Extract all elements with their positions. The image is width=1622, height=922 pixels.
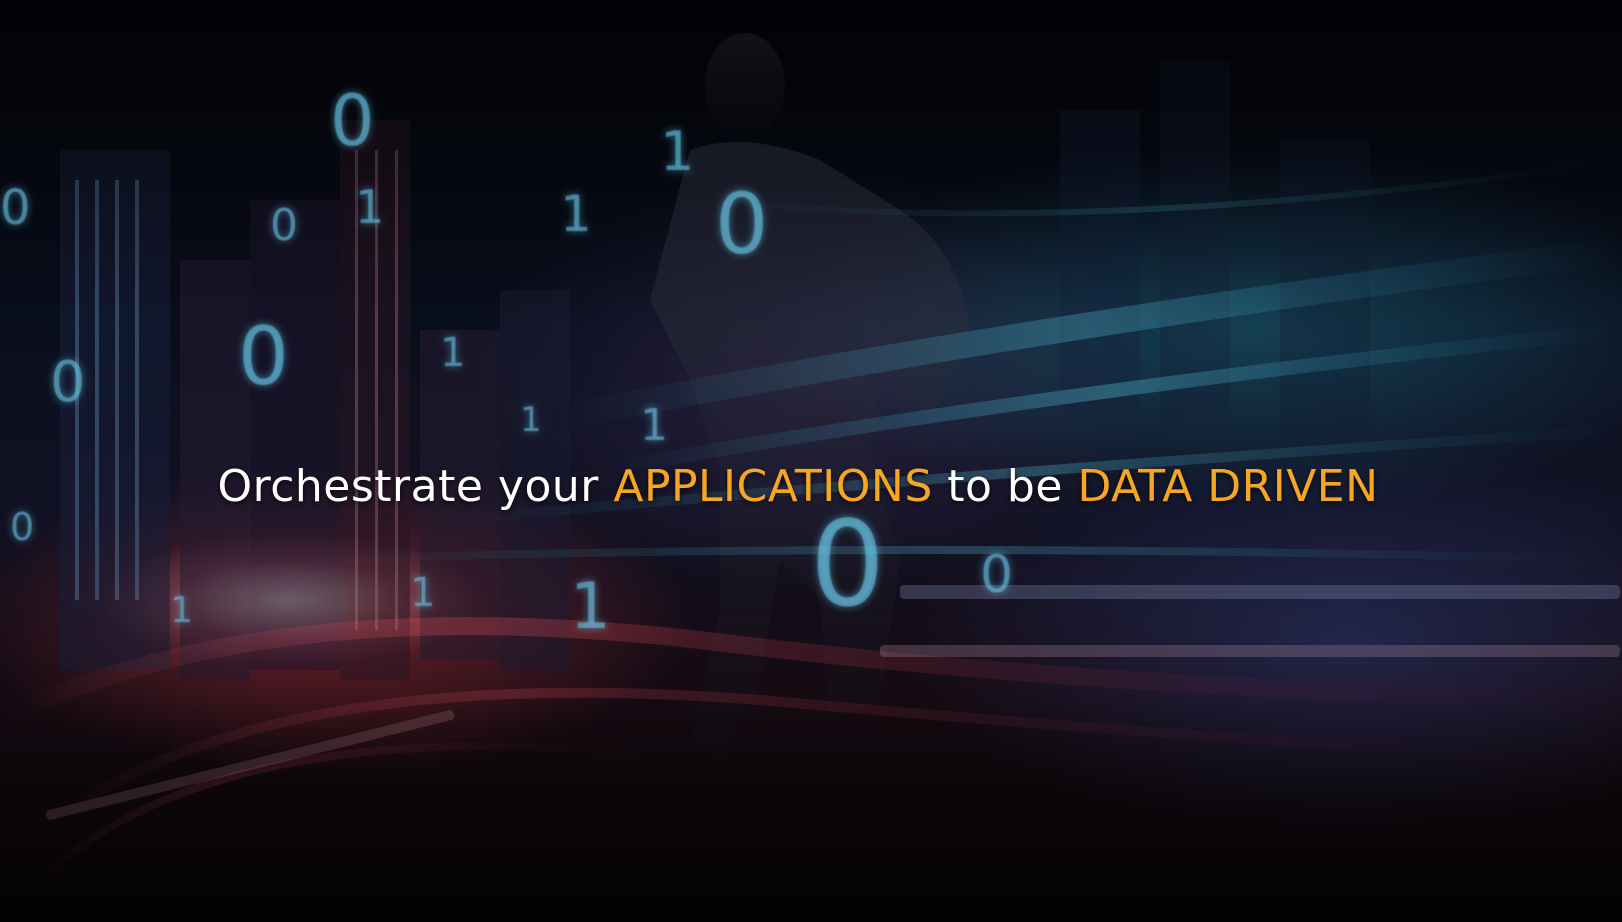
binary-digit: 0 xyxy=(810,495,886,633)
binary-digit: 1 xyxy=(410,570,436,616)
binary-digit: 1 xyxy=(570,570,611,644)
headline-text-to-be: to be xyxy=(947,461,1063,512)
binary-digit: 0 xyxy=(0,180,31,236)
binary-digit: 0 xyxy=(980,545,1014,605)
binary-digit: 1 xyxy=(660,120,695,183)
headline-highlight-data-driven: DATA DRIVEN xyxy=(1077,461,1379,512)
binary-digit: 1 xyxy=(560,185,592,243)
binary-digit: 0 xyxy=(50,350,86,415)
binary-digit: 0 xyxy=(10,505,35,549)
headline-highlight-applications: APPLICATIONS xyxy=(613,461,933,512)
hero-headline: Orchestrate your APPLICATIONS to be DATA… xyxy=(0,457,1609,517)
binary-digit: 0 xyxy=(270,200,298,251)
binary-digit: 0 xyxy=(715,175,769,273)
binary-digit: 1 xyxy=(440,330,466,376)
binary-digit: 1 xyxy=(170,590,193,631)
headline-text-orchestrate: Orchestrate your xyxy=(217,461,599,512)
binary-digit: 1 xyxy=(355,180,385,234)
binary-digit: 0 xyxy=(330,80,375,162)
binary-digit: 1 xyxy=(640,400,668,451)
binary-digit: 0 xyxy=(238,310,289,403)
binary-digit: 1 xyxy=(520,400,542,440)
